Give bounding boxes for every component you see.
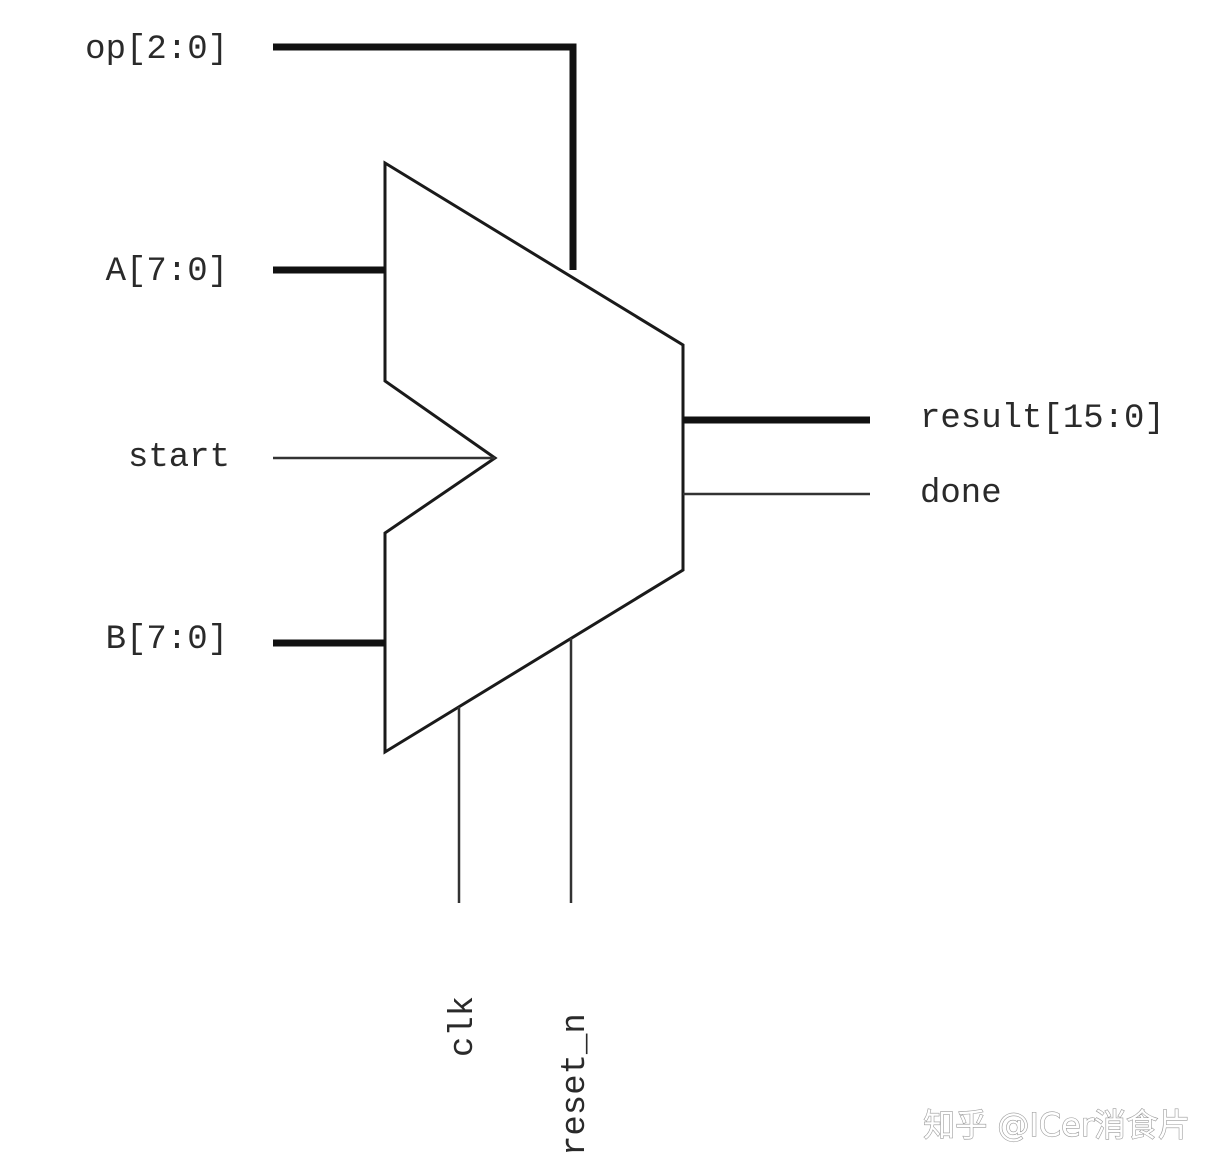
op-label: op[2:0]	[85, 31, 228, 69]
start-label: start	[128, 439, 230, 477]
op-wire	[273, 43, 577, 270]
done-label: done	[920, 475, 1002, 513]
watermark: 知乎 @ICer消食片	[923, 1106, 1190, 1144]
a-label: A[7:0]	[106, 253, 228, 291]
result-label: result[15:0]	[920, 400, 1165, 438]
reset-n-label: reset_n	[557, 1013, 595, 1156]
b-label: B[7:0]	[106, 621, 228, 659]
clk-label: clk	[445, 996, 483, 1057]
